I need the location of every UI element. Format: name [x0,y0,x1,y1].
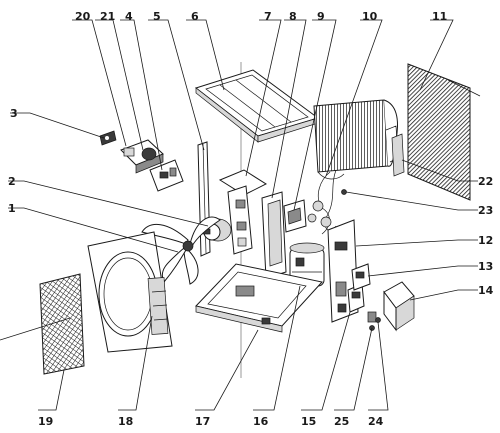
callout-9: 9 [317,10,325,23]
electrical-cover-part [383,281,415,332]
right-side-plate-part [391,133,405,177]
fitting-part [341,189,347,195]
callout-24: 24 [368,415,384,428]
callout-14: 14 [478,284,494,297]
small-cover-part [351,263,371,291]
callout-2: 2 [8,175,16,188]
callout-5: 5 [153,10,161,23]
condenser-coil-part [313,99,399,180]
control-box-part [120,139,164,174]
motor-bracket-part [218,169,268,255]
base-tray-part [195,263,323,333]
callout-3: 3 [10,107,18,120]
front-grille-part [39,273,85,375]
callout-17: 17 [195,415,210,428]
callout-6: 6 [191,10,199,23]
callout-25: 25 [334,415,349,428]
leader-lines [0,19,478,411]
valve-support-part [283,199,307,233]
valve-assembly-part [307,169,337,235]
callout-13: 13 [478,260,493,273]
callout-10: 10 [362,10,378,23]
callout-4: 4 [125,10,133,23]
axial-fan-part [141,216,221,285]
control-board-part [149,159,184,192]
callout-12: 12 [478,234,493,247]
callout-8: 8 [289,10,297,23]
top-cover-part [194,69,320,143]
callout-19: 19 [38,415,53,428]
callout-23: 23 [478,204,493,217]
callout-labels: 1 2 3 4 5 6 7 8 9 10 11 12 13 14 15 16 1… [8,10,494,428]
compressor-part [289,242,325,287]
callout-11: 11 [432,10,447,23]
bracket-part [99,130,117,146]
callout-7: 7 [264,10,272,23]
callout-20: 20 [75,10,91,23]
callout-21: 21 [100,10,115,23]
callout-18: 18 [118,415,133,428]
back-panel-part [407,63,481,201]
callout-22: 22 [478,175,493,188]
callout-1: 1 [8,202,16,215]
callout-16: 16 [253,415,269,428]
partition-plate-part [261,191,287,279]
front-panel-part [87,231,173,353]
callout-15: 15 [301,415,316,428]
